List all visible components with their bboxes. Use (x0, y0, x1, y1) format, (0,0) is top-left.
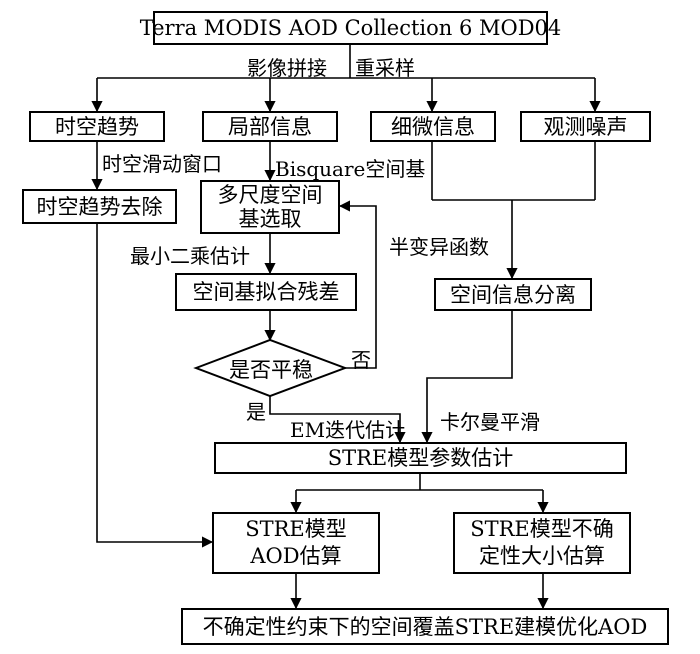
basis-text-line1: 多尺度空间 (217, 183, 323, 207)
aod-text-line2: AOD估算 (250, 544, 342, 568)
fine-node: 细微信息 (370, 111, 496, 142)
aod-text-line1: STRE模型 (245, 517, 347, 541)
fine-text: 细微信息 (391, 114, 475, 139)
aod-node: STRE模型 AOD估算 (212, 512, 380, 574)
residual-text: 空间基拟合残差 (192, 280, 340, 304)
decision-text: 是否平稳 (229, 358, 313, 382)
arrow-yes-to-param (269, 396, 406, 444)
label-resample: 重采样 (355, 56, 415, 80)
label-window: 时空滑动窗口 (102, 152, 222, 176)
param-est-text: STRE模型参数估计 (327, 446, 514, 470)
trend-text: 时空趋势 (55, 114, 139, 139)
trend-removal-node: 时空趋势去除 (22, 189, 177, 224)
spatial-sep-text: 空间信息分离 (450, 282, 576, 307)
param-est-node: STRE模型参数估计 (214, 442, 627, 474)
local-node: 局部信息 (202, 111, 338, 142)
label-kalman: 卡尔曼平滑 (440, 410, 540, 434)
arrow-loop-no (338, 200, 377, 369)
uncertainty-text-line1: STRE模型不确 (470, 517, 614, 541)
label-least-squares: 最小二乘估计 (130, 244, 250, 268)
basis-node: 多尺度空间 基选取 (200, 180, 340, 234)
basis-text-line2: 基选取 (238, 207, 302, 231)
arrow-sep-to-param (421, 311, 513, 444)
residual-node: 空间基拟合残差 (175, 273, 357, 311)
label-bisquare: Bisquare空间基 (275, 157, 426, 181)
noise-node: 观测噪声 (520, 111, 651, 142)
final-text: 不确定性约束下的空间覆盖STRE建模优化AOD (202, 614, 648, 639)
uncertainty-node: STRE模型不确 定性大小估算 (453, 512, 631, 574)
label-em: EM迭代估计 (290, 418, 406, 442)
label-yes: 是 (246, 400, 266, 424)
label-no: 否 (351, 348, 371, 372)
noise-text: 观测噪声 (543, 114, 628, 139)
arrow-trend-to-aod (96, 224, 214, 548)
source-text: Terra MODIS AOD Collection 6 MOD04 (139, 16, 562, 40)
trend-removal-text: 时空趋势去除 (36, 194, 163, 219)
spatial-sep-node: 空间信息分离 (434, 278, 592, 311)
local-text: 局部信息 (228, 114, 312, 139)
trend-node: 时空趋势 (29, 111, 165, 142)
source-node: Terra MODIS AOD Collection 6 MOD04 (140, 11, 561, 45)
label-mosaic: 影像拼接 (247, 56, 327, 80)
label-variogram: 半变异函数 (389, 235, 489, 259)
final-node: 不确定性约束下的空间覆盖STRE建模优化AOD (181, 608, 669, 645)
decision-diamond (193, 338, 348, 398)
uncertainty-text-line2: 定性大小估算 (479, 544, 605, 568)
